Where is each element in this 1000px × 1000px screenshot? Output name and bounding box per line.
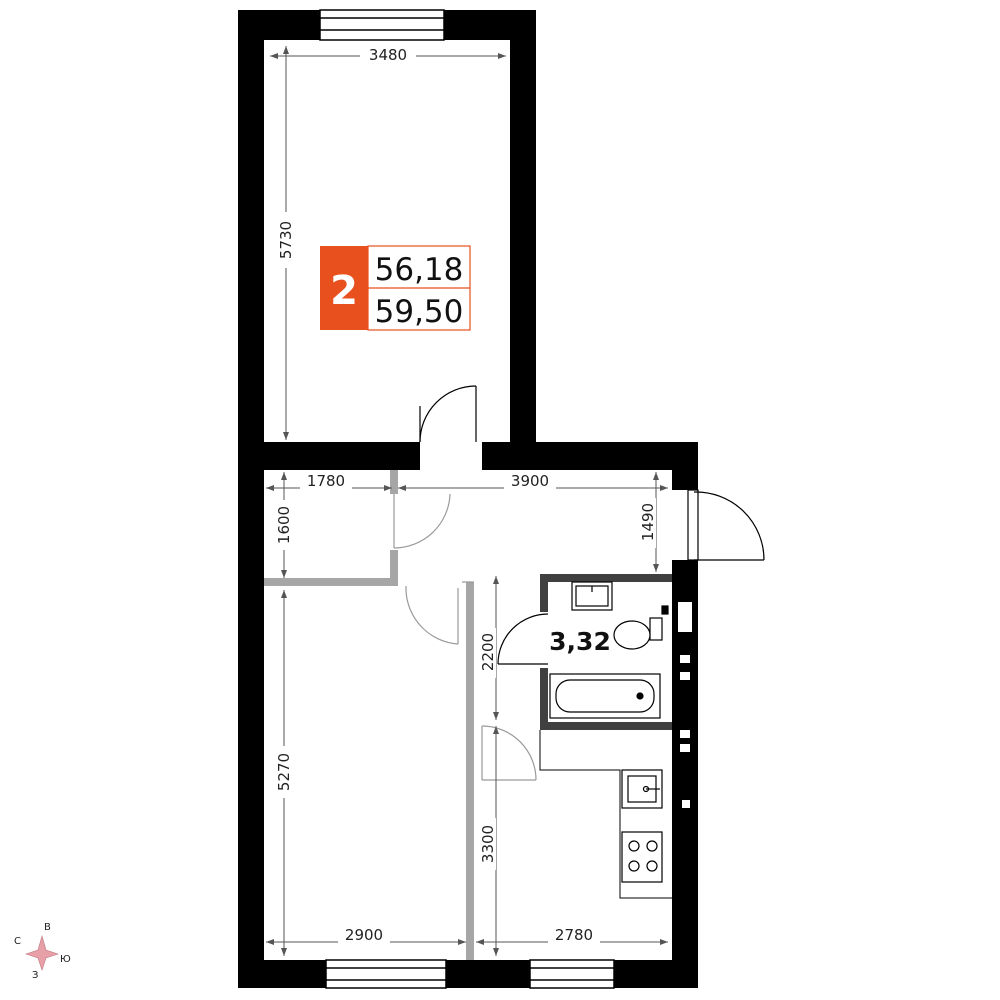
- partition-closet-top-stub: [390, 470, 398, 494]
- compass-east: В: [44, 922, 51, 933]
- wall-bottom-mid: [446, 960, 530, 988]
- entrance-door-leaf: [687, 489, 699, 561]
- wall-mid-right: [482, 442, 698, 470]
- stove: [621, 831, 663, 883]
- dim-bathroom-height: 2200: [479, 633, 497, 671]
- partition-closet-bottom: [264, 578, 398, 586]
- dimension-arrows: [266, 46, 668, 956]
- living-area: 56,18: [375, 252, 464, 288]
- compass-star-icon: [25, 934, 59, 971]
- badge-rooms-box: [320, 246, 368, 330]
- wall-right-upper: [672, 442, 698, 490]
- window-bottom-left: [325, 959, 447, 989]
- wall-top-room-right: [510, 10, 536, 442]
- wall-lower-left: [238, 470, 264, 988]
- dim-closet-height: 1600: [275, 506, 293, 544]
- wall-mid-left: [238, 442, 420, 470]
- bathroom-walls: [540, 574, 672, 730]
- dim-bottom-left-width: 2900: [345, 926, 383, 944]
- right-wall-slits: [678, 602, 692, 808]
- wall-top-left: [238, 10, 320, 40]
- kitchen-fixtures: [621, 769, 663, 883]
- toilet: [613, 605, 669, 650]
- window-top: [319, 9, 445, 41]
- bathroom-fixtures: [549, 581, 669, 719]
- kitchen-sink: [621, 769, 663, 809]
- compass-north: С: [14, 936, 21, 947]
- doors: [419, 385, 765, 561]
- kitchen-counter: [539, 730, 672, 899]
- partition-closet-side: [390, 550, 398, 586]
- bathtub: [549, 673, 661, 719]
- dimension-labels: 3480 5730 1780 3900 1600 1490 2200 5270 …: [275, 46, 657, 944]
- windows: [319, 9, 615, 989]
- dim-entrance-height: 1490: [639, 503, 657, 541]
- wall-bottom-left: [238, 960, 326, 988]
- dim-top-room-width: 3480: [369, 46, 407, 64]
- wall-bottom-right: [614, 960, 698, 988]
- partition-center-vertical: [466, 582, 474, 960]
- area-badge: 2 56,18 59,50: [320, 245, 471, 331]
- dim-bottom-left-length: 5270: [275, 753, 293, 791]
- total-area: 59,50: [375, 294, 464, 330]
- dim-kitchen-length: 3300: [479, 825, 497, 863]
- compass: С В Ю З: [14, 922, 71, 981]
- dim-hall-right-width: 3900: [511, 472, 549, 490]
- exterior-walls: [238, 10, 698, 988]
- dim-kitchen-width: 2780: [555, 926, 593, 944]
- compass-south: Ю: [60, 954, 71, 965]
- dim-top-room-length: 5730: [277, 221, 295, 259]
- window-bottom-right: [529, 959, 615, 989]
- compass-west: З: [32, 970, 38, 981]
- wall-top-right: [444, 10, 536, 40]
- rooms-count: 2: [330, 268, 358, 314]
- dim-hall-left-width: 1780: [307, 472, 345, 490]
- wall-top-room-left: [238, 10, 264, 470]
- bathroom-area: 3,32: [549, 627, 611, 656]
